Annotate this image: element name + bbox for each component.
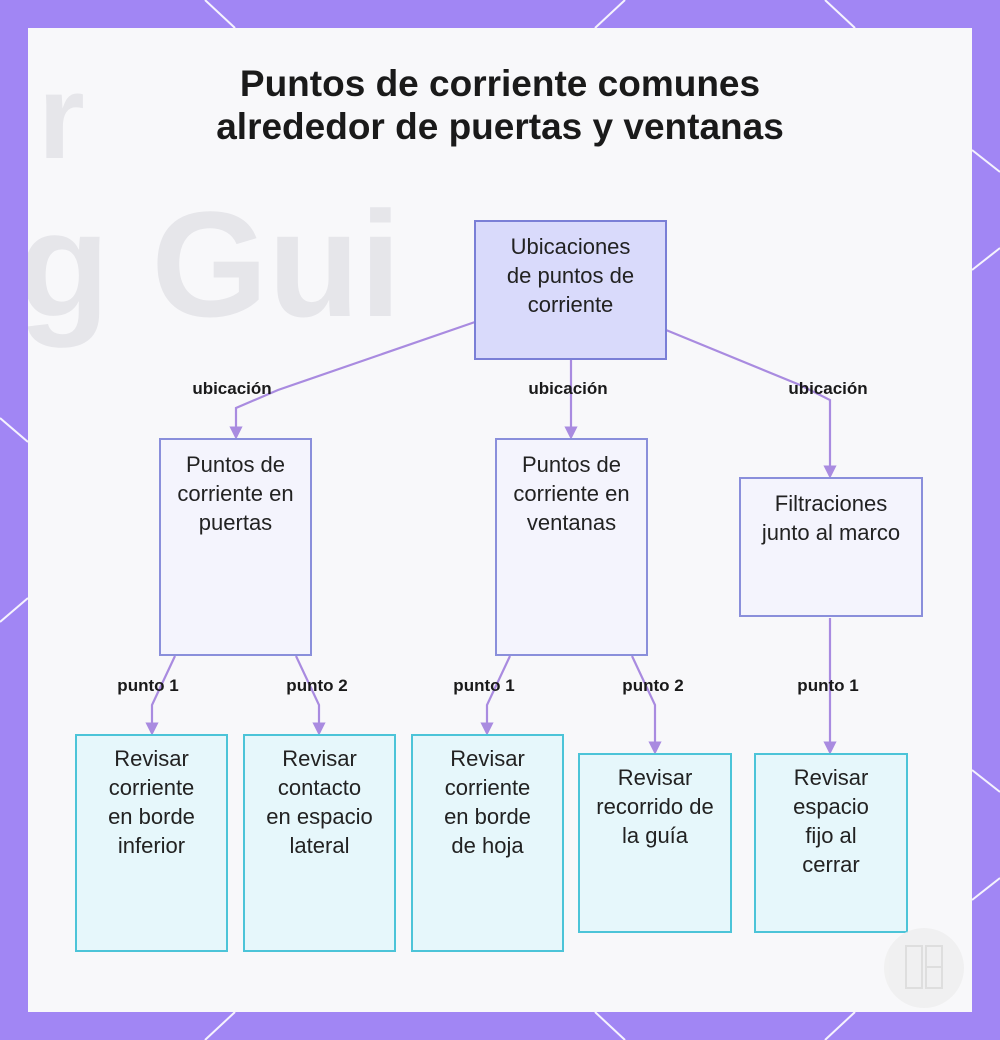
node-puertas-punto-1-label: Revisar corriente en borde inferior (108, 746, 195, 858)
background-watermark: r (38, 50, 85, 184)
edge-ventanas-p2 (631, 655, 662, 755)
node-ventanas-punto-1: Revisar corriente en borde de hoja (411, 734, 564, 952)
edge-label-puertas: ubicación (192, 379, 272, 398)
node-puertas-punto-2: Revisar contacto en espacio lateral (243, 734, 396, 952)
edge-label-puertas-punto-2: punto 2 (286, 676, 348, 695)
node-ventanas-punto-2-label: Revisar recorrido de la guía (596, 765, 714, 848)
node-filtraciones-punto-1: Revisar espacio fijo al cerrar (754, 753, 908, 933)
node-ventanas-punto-1-label: Revisar corriente en borde de hoja (444, 746, 531, 858)
title-line-1: Puntos de corriente comunes (239, 63, 761, 104)
edge-label-ventanas: ubicación (528, 379, 608, 398)
node-puertas: Puntos de corriente en puertas (159, 438, 312, 656)
edge-label-puertas-punto-1: punto 1 (117, 676, 179, 695)
background-watermark: g Gui (28, 180, 402, 348)
edge-label-ventanas-punto-1: punto 1 (453, 676, 515, 695)
edge-root-filtraciones (665, 328, 837, 479)
node-puertas-label: Puntos de corriente en puertas (177, 452, 294, 535)
node-root-label: Ubicaciones de puntos de corriente (506, 234, 635, 317)
node-filtraciones-label: Filtraciones junto al marco (761, 491, 901, 545)
edge-ventanas-p1 (480, 655, 511, 736)
title-line-2: alrededor de puertas y ventanas (216, 106, 784, 147)
edge-root-puertas (229, 320, 476, 440)
edge-puertas-p2 (295, 655, 326, 736)
node-ventanas: Puntos de corriente en ventanas (495, 438, 648, 656)
edge-label-ventanas-punto-2: punto 2 (622, 676, 684, 695)
edge-puertas-p1 (145, 655, 176, 736)
door-window-logo-icon-graphic (905, 945, 943, 989)
edge-label-filtraciones: ubicación (788, 379, 868, 398)
diagram-title: Puntos de corriente comunes alrededor de… (0, 62, 1000, 148)
edge-label-filtraciones-punto-1: punto 1 (797, 676, 859, 695)
node-filtraciones-punto-1-label: Revisar espacio fijo al cerrar (793, 765, 869, 877)
node-puertas-punto-2-label: Revisar contacto en espacio lateral (266, 746, 373, 858)
node-puertas-punto-1: Revisar corriente en borde inferior (75, 734, 228, 952)
node-root: Ubicaciones de puntos de corriente (474, 220, 667, 360)
node-filtraciones: Filtraciones junto al marco (739, 477, 923, 617)
node-ventanas-punto-2: Revisar recorrido de la guía (578, 753, 732, 933)
node-ventanas-label: Puntos de corriente en ventanas (513, 452, 630, 535)
door-window-logo-icon (884, 928, 964, 1008)
